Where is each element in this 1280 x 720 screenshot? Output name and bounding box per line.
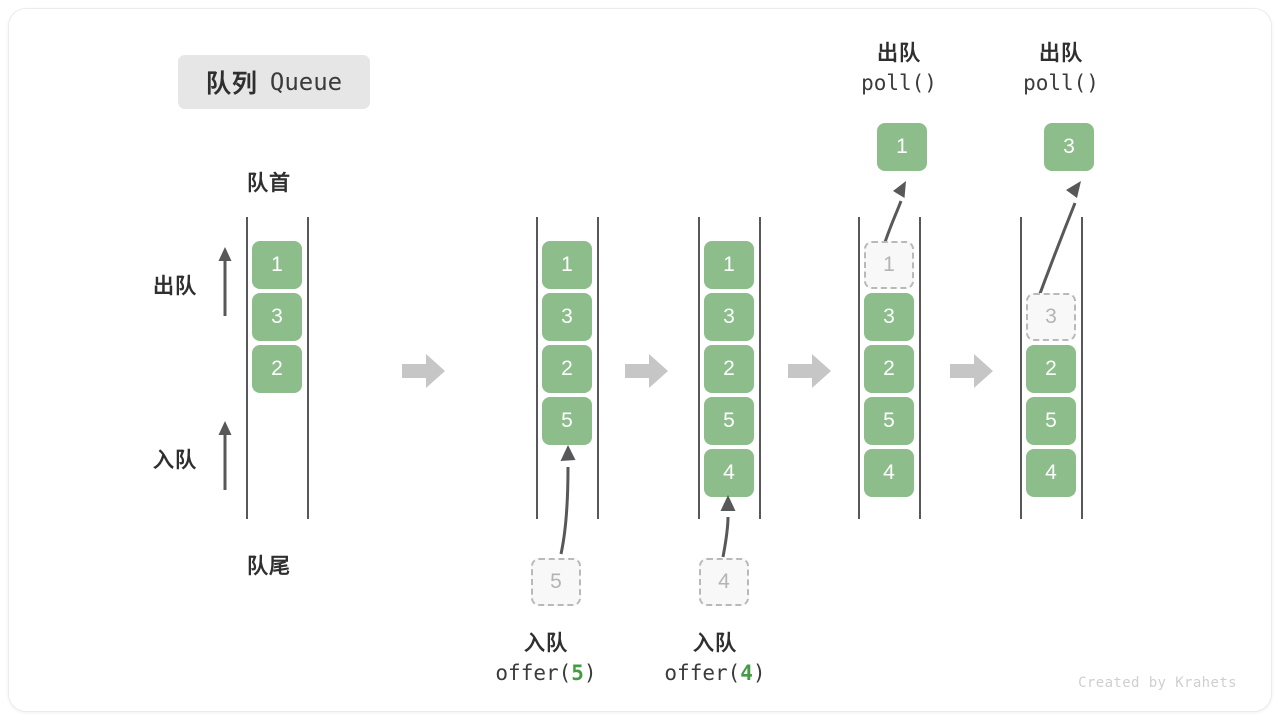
operation-label-offer-5: 入队 offer(5) (495, 632, 597, 685)
queue-rail-left-2 (536, 217, 538, 519)
dequeue-direction-arrow-icon (218, 247, 232, 316)
transition-arrow-icon (788, 354, 831, 388)
diagram-card: 队列 Queue 队首 队尾 出队 入队 1 3 2 1 3 2 5 5 入队 … (8, 8, 1272, 712)
queue-cell: 5 (542, 397, 592, 445)
queue-cell: 2 (704, 345, 754, 393)
enqueue-direction-label: 入队 (153, 449, 197, 472)
queue-cell: 4 (864, 449, 914, 497)
credit-text: Created by Krahets (1078, 675, 1237, 691)
queue-cell: 2 (864, 345, 914, 393)
queue-cell: 2 (1026, 345, 1076, 393)
dequeue-direction-label: 出队 (153, 275, 197, 298)
transition-arrow-icon (950, 354, 993, 388)
queue-rail-right-2 (597, 217, 599, 519)
dequeue-motion-arrow-icon (1033, 181, 1081, 308)
queue-cell: 1 (704, 241, 754, 289)
queue-cell: 3 (864, 293, 914, 341)
transition-arrow-icon (402, 354, 445, 388)
incoming-element-ghost: 4 (699, 558, 749, 606)
enqueue-motion-arrow-icon (559, 445, 576, 555)
queue-rail-left-1 (246, 217, 248, 519)
queue-cell: 1 (542, 241, 592, 289)
outgoing-element: 3 (1044, 123, 1094, 171)
title-chinese: 队列 (205, 70, 258, 98)
queue-rail-right-3 (759, 217, 761, 519)
queue-rail-left-5 (1020, 217, 1022, 519)
diagram-title-badge: 队列 Queue (178, 55, 370, 109)
operation-label-offer-4: 入队 offer(4) (664, 632, 766, 685)
queue-cell: 4 (704, 449, 754, 497)
queue-cell: 5 (704, 397, 754, 445)
queue-rear-label: 队尾 (247, 555, 291, 578)
queue-cell-removed: 1 (864, 241, 914, 289)
queue-cell: 1 (252, 241, 302, 289)
queue-cell: 5 (1026, 397, 1076, 445)
title-english: Queue (269, 68, 343, 96)
operation-label-poll-1: 出队 poll() (861, 42, 937, 95)
queue-cell: 2 (252, 345, 302, 393)
queue-cell: 3 (542, 293, 592, 341)
incoming-element-ghost: 5 (531, 558, 581, 606)
transition-arrow-icon (625, 354, 668, 388)
queue-front-label: 队首 (247, 172, 291, 195)
queue-rail-left-3 (698, 217, 700, 519)
queue-cell: 4 (1026, 449, 1076, 497)
queue-cell-removed: 3 (1026, 293, 1076, 341)
queue-cell: 3 (252, 293, 302, 341)
queue-cell: 5 (864, 397, 914, 445)
queue-cell: 3 (704, 293, 754, 341)
outgoing-element: 1 (877, 123, 927, 171)
operation-label-poll-3: 出队 poll() (1023, 42, 1099, 95)
queue-rail-right-5 (1081, 217, 1083, 519)
enqueue-motion-arrow-icon (720, 495, 736, 558)
queue-rail-right-4 (919, 217, 921, 519)
enqueue-direction-arrow-icon (218, 421, 232, 490)
queue-rail-right-1 (307, 217, 309, 519)
queue-cell: 2 (542, 345, 592, 393)
queue-rail-left-4 (858, 217, 860, 519)
